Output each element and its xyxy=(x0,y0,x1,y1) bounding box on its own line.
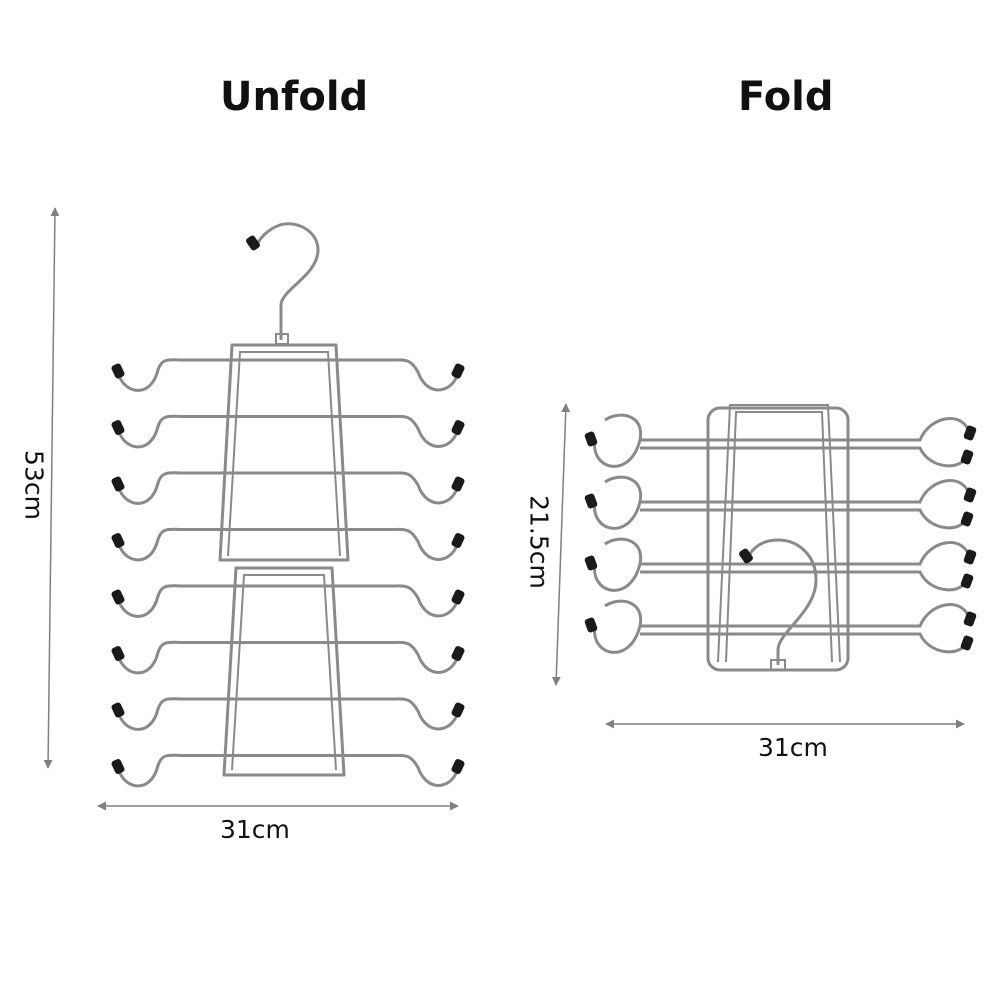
unfold-arm xyxy=(116,584,460,618)
unfold-arm-left-cap xyxy=(111,420,125,435)
unfold-arm xyxy=(116,640,460,675)
fold-arm-right-cap xyxy=(963,611,977,627)
fold-arm-right-cap-lower xyxy=(960,635,974,651)
unfold-arm-left-cap xyxy=(111,533,125,548)
fold-inner-frame xyxy=(717,404,841,663)
unfold-arm-right-cap xyxy=(451,646,465,661)
fold-arm-left-cap xyxy=(584,431,598,447)
fold-arm xyxy=(593,537,972,592)
unfold-arm-right-cap xyxy=(451,420,465,435)
fold-arm xyxy=(593,599,972,654)
fold-width-label: 31cm xyxy=(758,733,828,762)
unfold-arm xyxy=(116,527,460,562)
fold-arm-right-cap-lower xyxy=(960,573,974,589)
fold-arm-right-cap-lower xyxy=(960,511,974,527)
fold-arm-left-cap xyxy=(584,555,598,571)
unfold-arm xyxy=(116,697,460,731)
unfold-hanger xyxy=(111,222,465,788)
unfold-arm-left-cap xyxy=(111,702,125,718)
unfold-title: Unfold xyxy=(220,74,369,120)
unfold-upper-frame xyxy=(218,343,350,562)
unfold-height-dimension-line xyxy=(43,207,60,769)
fold-arm-right-cap xyxy=(963,425,977,441)
unfold-arms xyxy=(111,358,465,788)
unfold-lower-frame xyxy=(222,566,346,777)
unfold-arm xyxy=(116,471,460,505)
fold-arm-right-cap-lower xyxy=(960,449,974,465)
fold-height-label: 21.5cm xyxy=(524,495,554,589)
unfold-arm-left-cap xyxy=(111,646,125,661)
fold-hook xyxy=(746,538,818,665)
unfold-arm-left-cap xyxy=(111,363,125,379)
unfold-arm-right-cap xyxy=(451,759,465,774)
fold-height-dimension-line xyxy=(551,403,571,686)
fold-inner-frame-2 xyxy=(725,411,833,663)
unfold-arm-left-cap xyxy=(111,589,125,605)
unfold-hook-cap xyxy=(246,235,260,251)
unfold-arm-right-cap xyxy=(451,702,465,718)
fold-arm-right-cap xyxy=(963,549,977,565)
unfold-arm xyxy=(116,358,460,392)
unfold-arm-right-cap xyxy=(451,589,465,605)
fold-arm-right-cap xyxy=(963,487,977,503)
unfold-arm-left-cap xyxy=(111,476,125,492)
fold-arm xyxy=(593,475,972,530)
unfold-height-label: 53cm xyxy=(19,450,49,520)
unfold-arm xyxy=(116,414,460,449)
unfold-upper-inner-frame xyxy=(227,351,341,557)
fold-title: Fold xyxy=(738,74,834,120)
unfold-lower-inner-frame xyxy=(231,574,337,771)
unfold-arm-right-cap xyxy=(451,533,465,548)
unfold-width-label: 31cm xyxy=(220,815,290,844)
unfold-arm-left-cap xyxy=(111,759,125,774)
unfold-arm-right-cap xyxy=(451,476,465,492)
fold-arm xyxy=(593,413,972,468)
fold-arm-left-cap xyxy=(584,493,598,509)
fold-hanger xyxy=(584,404,977,672)
fold-arm-left-cap xyxy=(584,617,598,633)
unfold-arm-right-cap xyxy=(451,363,465,379)
unfold-arm xyxy=(116,753,460,788)
fold-hook-clip xyxy=(770,659,786,671)
fold-arms xyxy=(584,413,977,654)
fold-hook-cap xyxy=(739,548,753,564)
unfold-top-hook xyxy=(254,222,320,340)
